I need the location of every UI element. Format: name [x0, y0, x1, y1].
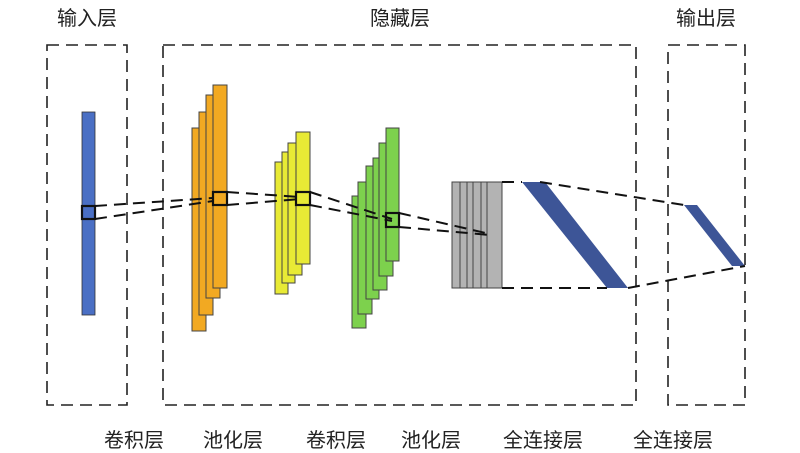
connection-lines	[94, 181, 746, 289]
input-layer-box	[46, 44, 128, 406]
output-layer-box	[667, 44, 746, 406]
label-pool2: 池化层	[401, 428, 461, 452]
label-conv2: 卷积层	[306, 428, 366, 452]
hidden-layer-box	[162, 44, 637, 406]
receptive-field-boxes	[80, 190, 401, 229]
fc1-layer	[522, 182, 628, 288]
output-layer-title: 输出层	[676, 6, 736, 30]
hidden-layer-title: 隐藏层	[370, 6, 430, 30]
label-fc1: 全连接层	[503, 428, 583, 452]
pool1-feature-maps	[274, 131, 311, 295]
input-layer-title: 输入层	[57, 6, 117, 30]
pool2-feature-maps	[451, 181, 503, 289]
fc2-output-layer	[684, 205, 745, 266]
label-conv1: 卷积层	[104, 428, 164, 452]
input-vector	[81, 111, 96, 316]
label-fc2: 全连接层	[633, 428, 713, 452]
conv1-feature-maps	[191, 84, 228, 332]
label-pool1: 池化层	[203, 428, 263, 452]
